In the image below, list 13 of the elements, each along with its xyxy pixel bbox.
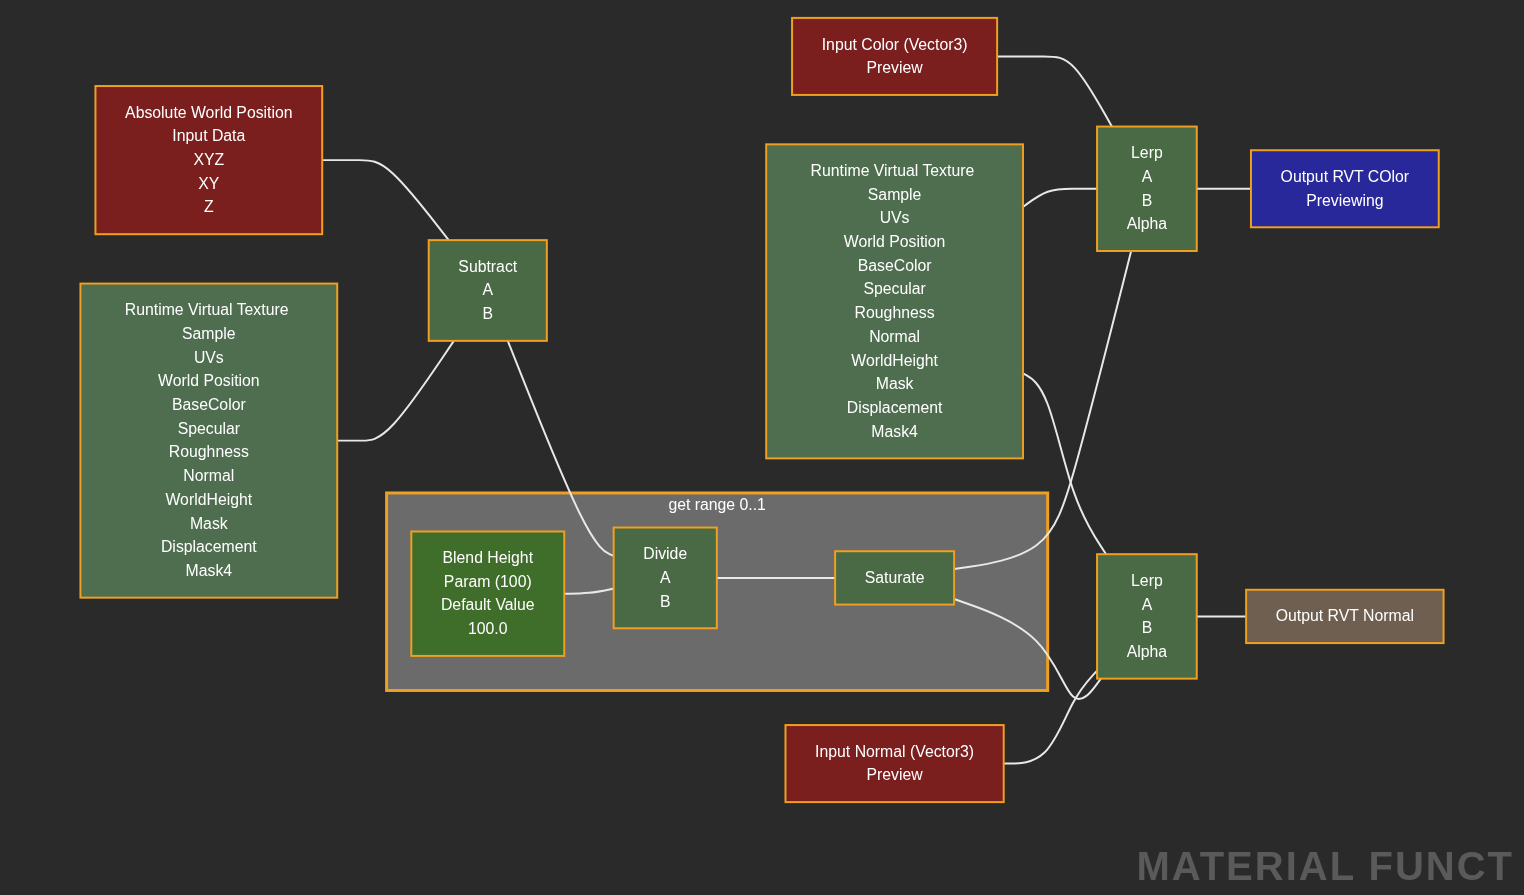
node-box: Input Color (Vector3) Preview [791,16,999,96]
node-box: Runtime Virtual Texture Sample UVs World Position BaseColor Specular Roughness Normal WorldHeight Mask Displacement Mask4 [79,282,339,599]
node-box: Lerp A B Alpha [1096,553,1198,680]
node-box: Blend Height Param (100) Default Value 100.0 [410,530,566,657]
node-box: Lerp A B Alpha [1096,125,1198,252]
node-box: Divide A B [612,526,718,630]
node-box: Absolute World Position Input Data XYZ XY Z [94,85,324,236]
node-box: Input Normal (Vector3) Preview [784,724,1005,804]
node-box: Runtime Virtual Texture Sample UVs World Position BaseColor Specular Roughness Normal WorldHeight Mask Displacement Mask4 [765,143,1024,460]
node-box: Output RVT Normal [1245,588,1445,645]
node-box: Saturate [834,550,956,606]
node-box: Output RVT COlor Previewing [1249,149,1440,229]
node-box: Subtract A B [427,239,548,342]
